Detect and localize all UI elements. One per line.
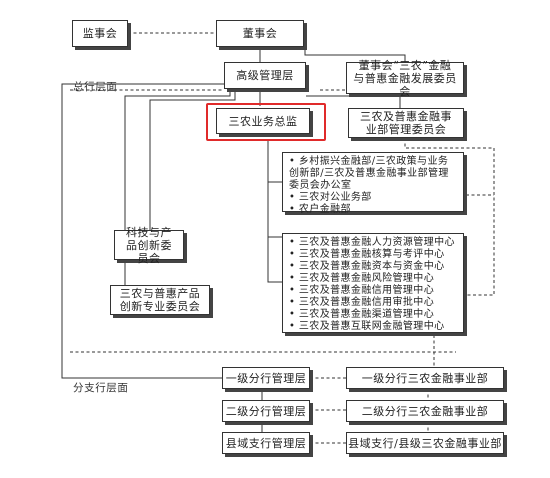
sannong-innovation-committee-node: 三农与普惠产品创新专业委员会 — [110, 285, 210, 315]
department-item: 三农对公业务部 — [289, 192, 457, 204]
department-item: 农户金融部 — [289, 204, 457, 216]
county-division-node: 县域支行/县级三农金融事业部 — [346, 432, 504, 454]
center-item: 三农及普惠金融资本与资金中心 — [289, 261, 457, 273]
tier1-mgmt-node: 一级分行管理层 — [222, 367, 310, 389]
tier2-mgmt-node: 二级分行管理层 — [222, 400, 310, 422]
departments-box: 乡村振兴金融部/三农政策与业务创新部/三农及普惠金融事业部管理委员会办公室 三农… — [282, 152, 464, 215]
tier2-division-node: 二级分行三农金融事业部 — [346, 400, 504, 422]
center-item: 三农及普惠金融核算与考评中心 — [289, 249, 457, 261]
center-item: 三农及普惠金融信用审批中心 — [289, 297, 457, 309]
center-item: 三农及普惠金融信用管理中心 — [289, 285, 457, 297]
highlight-ring — [206, 103, 326, 141]
inclusive-mgmt-committee-node: 三农及普惠金融事业部管理委员会 — [348, 108, 464, 138]
tier1-division-node: 一级分行三农金融事业部 — [346, 367, 504, 389]
supervisory-board-node: 监事会 — [72, 20, 128, 47]
centers-box: 三农及普惠金融人力资源管理中心 三农及普惠金融核算与考评中心 三农及普惠金融资本… — [282, 233, 464, 333]
department-item: 乡村振兴金融部/三农政策与业务创新部/三农及普惠金融事业部管理委员会办公室 — [289, 156, 457, 192]
board-of-directors-node: 董事会 — [216, 20, 304, 47]
senior-management-node: 高级管理层 — [224, 62, 306, 89]
center-item: 三农及普惠金融渠道管理中心 — [289, 309, 457, 321]
county-mgmt-node: 县域支行管理层 — [222, 432, 310, 454]
center-item: 三农及普惠互联网金融管理中心 — [289, 321, 457, 333]
center-item: 三农及普惠金融风险管理中心 — [289, 273, 457, 285]
tech-committee-node: 科技与产品创新委员会 — [114, 226, 184, 265]
board-committee-node: 董事会“三农”金融与普惠金融发展委员会 — [346, 59, 464, 98]
head-office-layer-label: 总行层面 — [73, 81, 118, 93]
branch-layer-label: 分支行层面 — [73, 382, 129, 394]
sannong-director-node: 三农业务总监 — [216, 108, 310, 134]
center-item: 三农及普惠金融人力资源管理中心 — [289, 237, 457, 249]
